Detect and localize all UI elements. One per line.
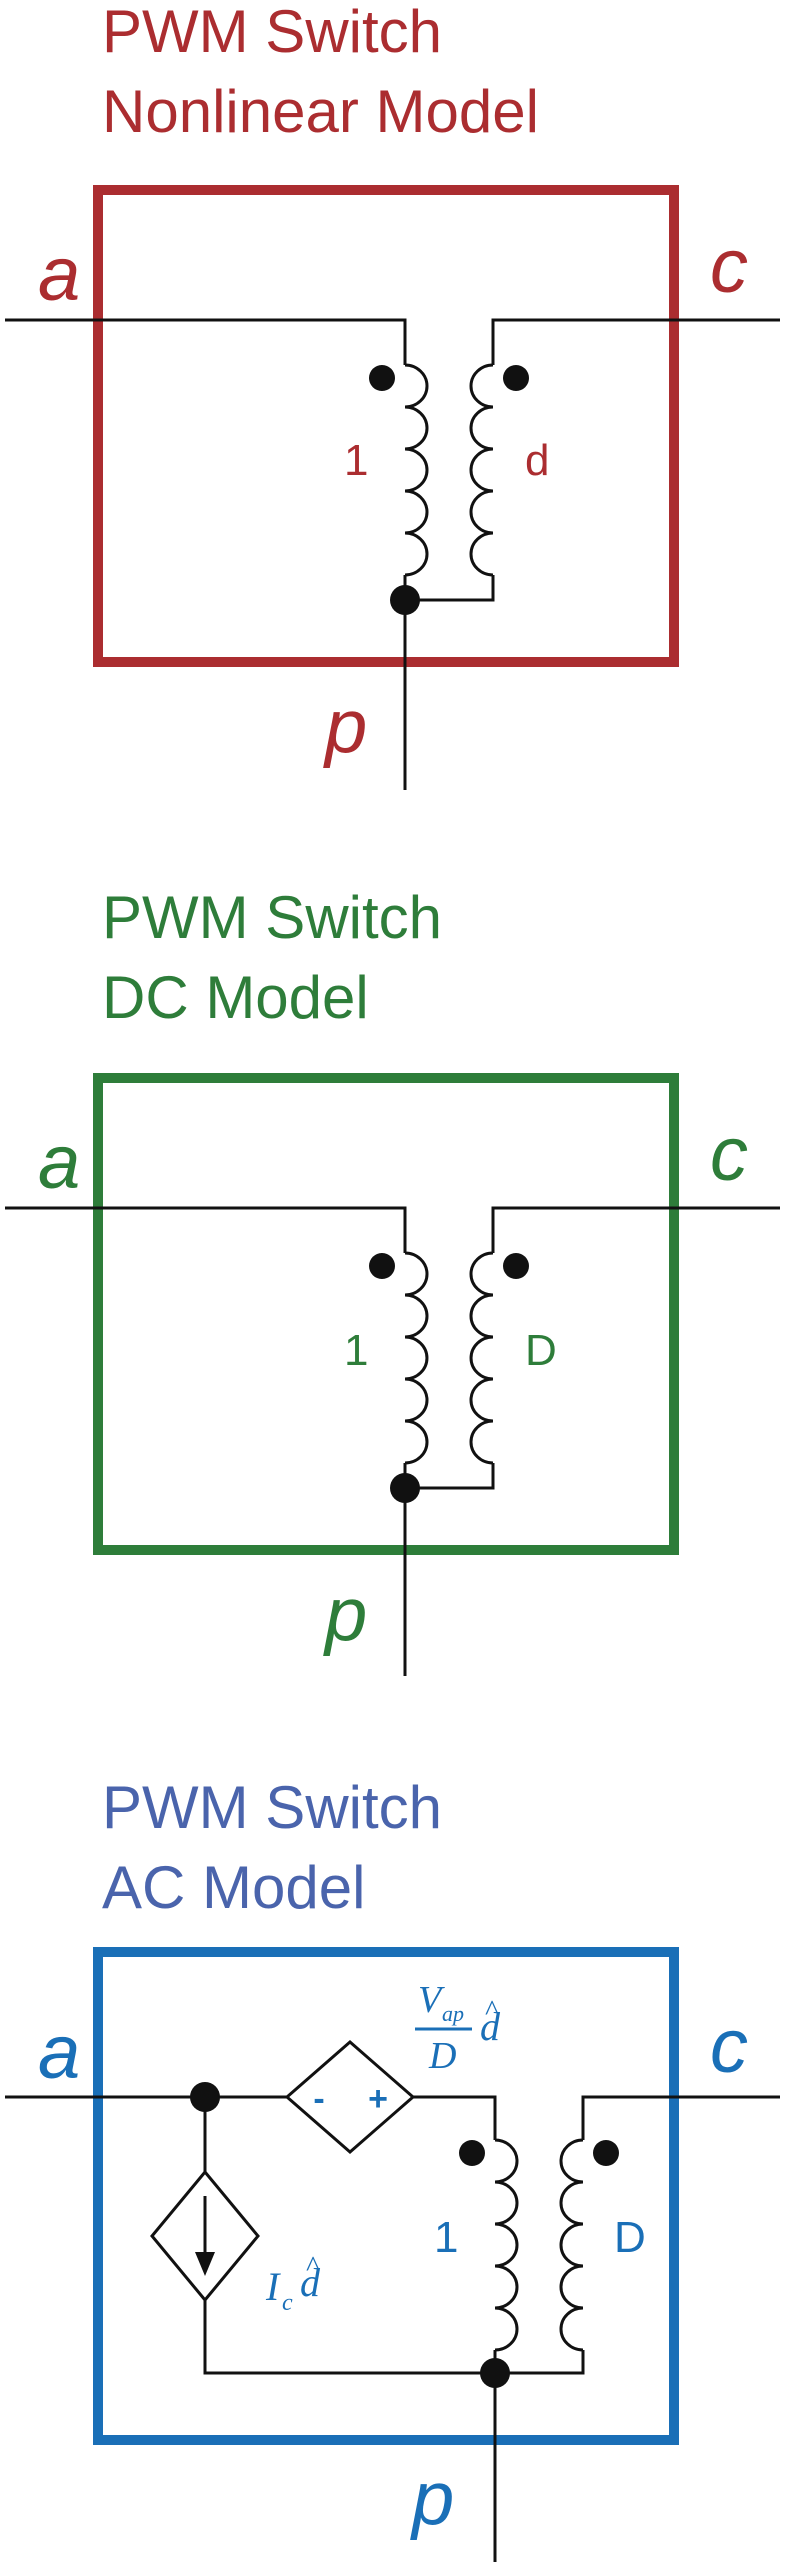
ac-vsrc-minus: - xyxy=(313,2080,324,2118)
nonlinear-polarity-dot-primary xyxy=(369,365,395,391)
ac-vsrc-num-v: V xyxy=(418,1979,445,2021)
ac-primary-winding xyxy=(494,2138,519,2352)
dc-terminal-c: c xyxy=(710,1112,748,1197)
nonlinear-terminal-p: p xyxy=(323,684,367,769)
ac-vsrc-den: D xyxy=(428,2035,456,2077)
dc-title-line1: PWM Switch xyxy=(102,884,442,951)
nonlinear-polarity-dot-secondary xyxy=(503,365,529,391)
ac-vsrc-num-sub: ap xyxy=(442,2001,464,2026)
ac-wire-return xyxy=(495,2350,585,2375)
ac-title-line1: PWM Switch xyxy=(102,1774,442,1841)
nonlinear-terminal-c: c xyxy=(710,224,748,309)
ac-model: PWM Switch AC Model a c p - + 1 D xyxy=(5,1774,780,2562)
nonlinear-wire-c xyxy=(491,318,780,365)
dc-terminal-a: a xyxy=(38,1120,80,1205)
ac-wire-vsrc-right xyxy=(413,2095,497,2140)
dc-junction-dot xyxy=(390,1473,420,1503)
dc-title-line2: DC Model xyxy=(102,964,369,1031)
nonlinear-terminal-a: a xyxy=(38,232,80,317)
dc-ratio-primary: 1 xyxy=(344,1326,368,1375)
ac-vsrc-plus: + xyxy=(368,2080,388,2118)
nonlinear-model-box xyxy=(93,185,679,667)
dc-ratio-secondary: D xyxy=(525,1326,557,1375)
dc-model: PWM Switch DC Model a c p 1 D xyxy=(5,884,780,1676)
ac-terminal-c: c xyxy=(710,2004,748,2089)
dc-wire-c xyxy=(491,1206,780,1253)
nonlinear-title-line1: PWM Switch xyxy=(102,0,442,65)
ac-isrc-hat: ^ xyxy=(306,2250,320,2283)
nonlinear-primary-winding xyxy=(404,363,429,577)
nonlinear-wire-a xyxy=(5,318,407,365)
ac-isrc-sub: c xyxy=(282,2290,293,2316)
nonlinear-model: PWM Switch Nonlinear Model a c p 1 d xyxy=(5,0,780,790)
dc-model-box xyxy=(93,1073,679,1555)
nonlinear-ratio-primary: 1 xyxy=(344,436,368,485)
nonlinear-ratio-secondary: d xyxy=(525,436,549,485)
ac-terminal-a: a xyxy=(38,2010,80,2095)
dc-terminal-p: p xyxy=(323,1572,367,1657)
nonlinear-junction-dot xyxy=(390,585,420,615)
ac-isrc-gain-label: I c d ^ xyxy=(265,2250,321,2316)
ac-vsrc-d: d xyxy=(480,2004,501,2049)
nonlinear-wire-return xyxy=(405,575,495,602)
dc-primary-winding xyxy=(404,1251,429,1465)
ac-title-line2: AC Model xyxy=(102,1854,365,1921)
nonlinear-title-line2: Nonlinear Model xyxy=(102,78,539,145)
dc-wire-return xyxy=(405,1463,495,1490)
dc-polarity-dot-primary xyxy=(369,1253,395,1279)
ac-polarity-dot-secondary xyxy=(593,2140,619,2166)
ac-wire-isrc-bottom xyxy=(203,2300,495,2375)
ac-junction-dot-a xyxy=(190,2082,220,2112)
ac-wire-c xyxy=(581,2095,780,2140)
arrow-down-icon xyxy=(195,2252,215,2276)
dc-wire-a xyxy=(5,1206,407,1253)
ac-vsrc-gain-label: V ap D d ^ xyxy=(415,1979,501,2077)
ac-vsrc-hat: ^ xyxy=(485,1994,499,2027)
ac-ratio-secondary: D xyxy=(614,2213,646,2262)
dc-polarity-dot-secondary xyxy=(503,1253,529,1279)
ac-isrc-d: d xyxy=(300,2260,321,2305)
ac-junction-dot-p xyxy=(480,2358,510,2388)
ac-dependent-voltage-source xyxy=(284,2040,416,2154)
ac-ratio-primary: 1 xyxy=(434,2213,458,2262)
ac-polarity-dot-primary xyxy=(459,2140,485,2166)
ac-secondary-winding xyxy=(559,2138,584,2352)
ac-terminal-p: p xyxy=(410,2456,454,2541)
ac-model-box xyxy=(93,1947,679,2445)
dc-secondary-winding xyxy=(469,1251,494,1465)
ac-isrc-i: I xyxy=(265,2264,281,2309)
nonlinear-secondary-winding xyxy=(469,363,494,577)
